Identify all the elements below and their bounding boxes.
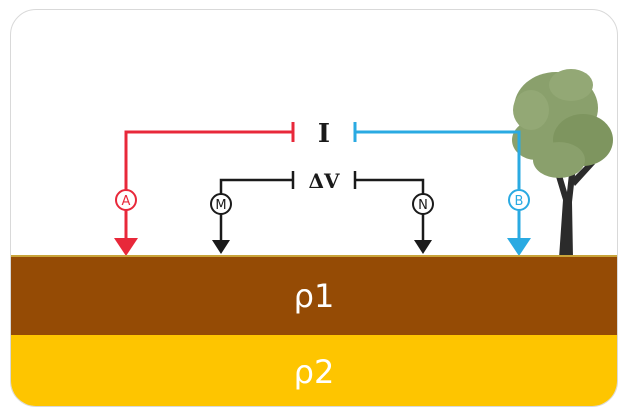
potential-wire-n: N xyxy=(353,171,434,254)
current-label: I xyxy=(318,119,330,149)
current-wire-b: B xyxy=(353,122,531,256)
voltage-label: ΔV xyxy=(308,169,340,193)
electrode-a-label: A xyxy=(122,194,131,209)
electrode-n-arrow xyxy=(414,240,432,254)
layer-bottom-label: ρ2 xyxy=(293,352,335,391)
electrode-m-arrow xyxy=(212,240,230,254)
layer-top: ρ1 xyxy=(11,257,617,335)
electrode-a-arrow xyxy=(114,238,138,256)
tree-icon xyxy=(512,69,613,258)
diagram-card: A B I M N ΔV xyxy=(10,9,618,407)
electrode-b-label: B xyxy=(515,194,524,209)
electrode-b-marker xyxy=(508,189,530,211)
electrode-a-marker xyxy=(115,189,137,211)
electrode-m-marker xyxy=(210,193,232,215)
electrode-n-label: N xyxy=(418,198,428,213)
electrode-diagram: A B I M N ΔV xyxy=(11,69,617,258)
potential-wire-m: M xyxy=(210,171,295,254)
current-wire-a: A xyxy=(114,122,295,256)
electrode-n-marker xyxy=(412,193,434,215)
layer-top-label: ρ1 xyxy=(293,277,335,315)
electrode-m-label: M xyxy=(215,198,226,213)
layer-bottom: ρ2 xyxy=(11,335,617,406)
electrode-b-arrow xyxy=(507,238,531,256)
